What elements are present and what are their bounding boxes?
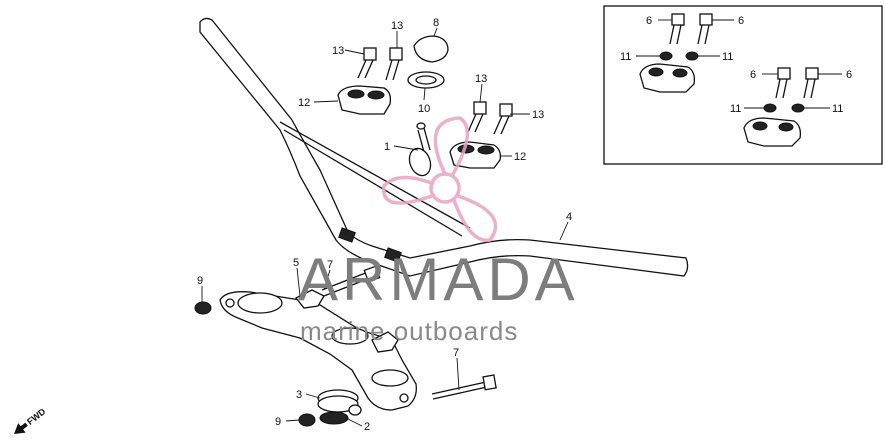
handlebar	[199, 17, 689, 277]
inset-holder-lower	[743, 117, 802, 147]
callout-7: 7	[327, 259, 333, 271]
callout-6: 6	[750, 69, 756, 81]
watermark-tagline: marine outboards	[300, 316, 518, 346]
callout-labels: 13 13 8 10 12 13 13 1 12 4 5 7 7 9 3 9 2…	[197, 15, 852, 433]
callout-9: 9	[275, 416, 281, 428]
callout-11: 11	[730, 103, 741, 115]
fwd-label: FWD	[25, 406, 48, 427]
callout-6: 6	[646, 15, 652, 27]
callout-8: 8	[433, 17, 439, 29]
inset-box	[603, 5, 883, 165]
bolt-13-b	[385, 47, 403, 81]
inset-holder-upper	[639, 63, 696, 93]
callout-9: 9	[197, 275, 203, 287]
cap-8	[413, 35, 449, 63]
leader-lines	[201, 19, 842, 427]
washer-10	[407, 71, 445, 89]
bushing-3	[317, 389, 359, 413]
lower-holder	[219, 289, 417, 411]
callout-7: 7	[453, 347, 459, 359]
washer-2	[319, 404, 362, 425]
bolt-13-a	[357, 47, 377, 79]
callout-13: 13	[332, 45, 344, 57]
clip-1	[408, 122, 432, 177]
inset-bolts-6	[669, 13, 819, 99]
callout-6: 6	[846, 69, 852, 81]
callout-3: 3	[296, 389, 302, 401]
bolt-7-lower	[431, 374, 497, 400]
callout-11: 11	[722, 51, 733, 63]
callout-1: 1	[384, 141, 390, 153]
upper-holder-12-left	[337, 85, 392, 115]
watermark-brand: ARMADA	[298, 246, 579, 313]
callout-13: 13	[391, 20, 403, 32]
callout-11: 11	[620, 51, 631, 63]
callout-2: 2	[364, 421, 370, 433]
bolt-13-c	[467, 101, 487, 133]
bolt-13-d	[493, 103, 513, 135]
inset-washers-11	[659, 51, 805, 113]
callout-12: 12	[298, 97, 310, 109]
nut-9-lower	[298, 413, 316, 427]
bolt-7-upper	[321, 265, 381, 297]
callout-13: 13	[532, 109, 544, 121]
watermark-logo	[382, 116, 498, 242]
callout-12: 12	[514, 151, 526, 163]
callout-6: 6	[738, 15, 744, 27]
fwd-arrow: FWD	[14, 406, 48, 434]
nut-9-upper	[194, 301, 212, 315]
callout-11: 11	[832, 103, 843, 115]
callout-13: 13	[475, 73, 487, 85]
callout-10: 10	[418, 103, 430, 115]
callout-5: 5	[293, 257, 299, 269]
callout-4: 4	[566, 211, 572, 223]
